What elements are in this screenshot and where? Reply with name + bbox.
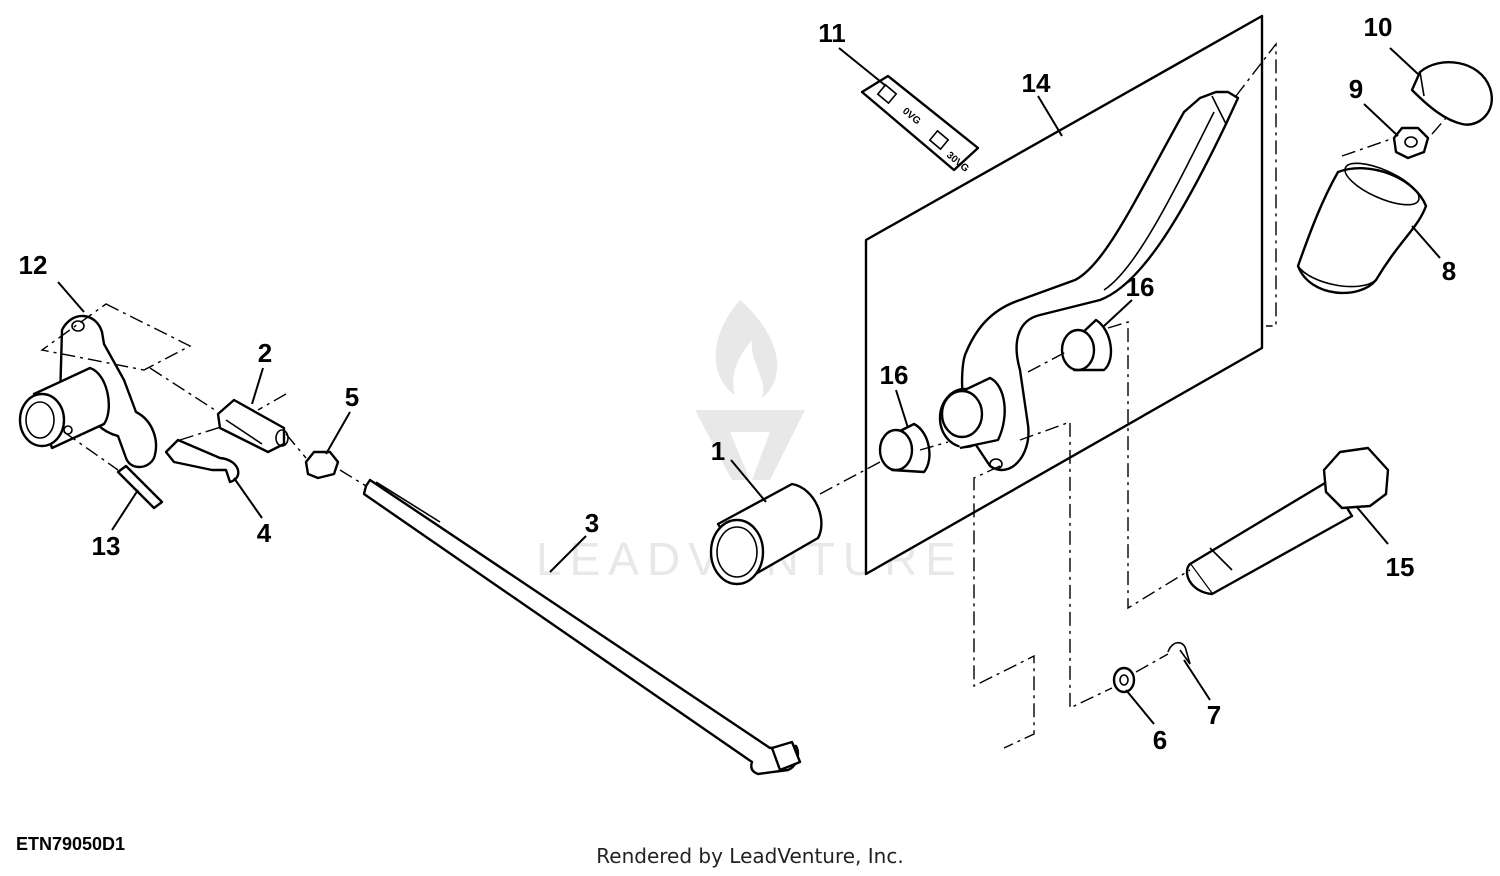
part-11-decal: 0VG 30VG <box>860 74 980 175</box>
part-16-bushing-lower <box>878 422 931 474</box>
part-9-nut <box>1392 126 1430 160</box>
callout-13: 13 <box>92 531 121 561</box>
part-15-bolt <box>1185 446 1390 596</box>
watermark-logo <box>695 300 805 480</box>
callout-4: 4 <box>257 518 272 548</box>
callout-7: 7 <box>1207 700 1221 730</box>
callout-3: 3 <box>585 508 599 538</box>
callout-1: 1 <box>711 436 725 466</box>
callout-16-lower: 16 <box>880 360 909 390</box>
callout-9: 9 <box>1349 74 1363 104</box>
part-12-bracket <box>18 314 158 469</box>
callout-8: 8 <box>1442 256 1456 286</box>
diagram-id: ETN79050D1 <box>16 834 126 854</box>
part-2-clevis <box>216 398 289 454</box>
part-13-roll-pin <box>116 464 164 510</box>
callouts: 1 2 3 4 5 6 7 8 9 10 11 12 13 14 15 16 1… <box>19 12 1457 755</box>
callout-5: 5 <box>345 382 359 412</box>
part-10-knob-cap <box>1410 61 1493 126</box>
callout-11: 11 <box>818 18 846 48</box>
callout-2: 2 <box>258 338 272 368</box>
part-16-bushing-upper <box>1060 318 1113 372</box>
part-8-grip <box>1296 162 1428 295</box>
part-14-lever <box>938 90 1240 472</box>
callout-10: 10 <box>1364 12 1393 42</box>
callout-6: 6 <box>1153 725 1167 755</box>
part-1-sleeve <box>709 482 823 586</box>
part-7-cotter-pin <box>1167 641 1191 665</box>
callout-16-upper: 16 <box>1126 272 1155 302</box>
render-credit: Rendered by LeadVenture, Inc. <box>596 844 904 868</box>
part-4-clip <box>164 438 240 484</box>
assembly-lines <box>40 41 1447 749</box>
part-5-nut <box>304 450 340 480</box>
leader-lines <box>57 47 1441 725</box>
part-3-rod <box>362 478 802 776</box>
callout-12: 12 <box>19 250 48 280</box>
callout-14: 14 <box>1022 68 1051 98</box>
callout-15: 15 <box>1386 552 1415 582</box>
part-6-washer <box>1112 666 1136 694</box>
